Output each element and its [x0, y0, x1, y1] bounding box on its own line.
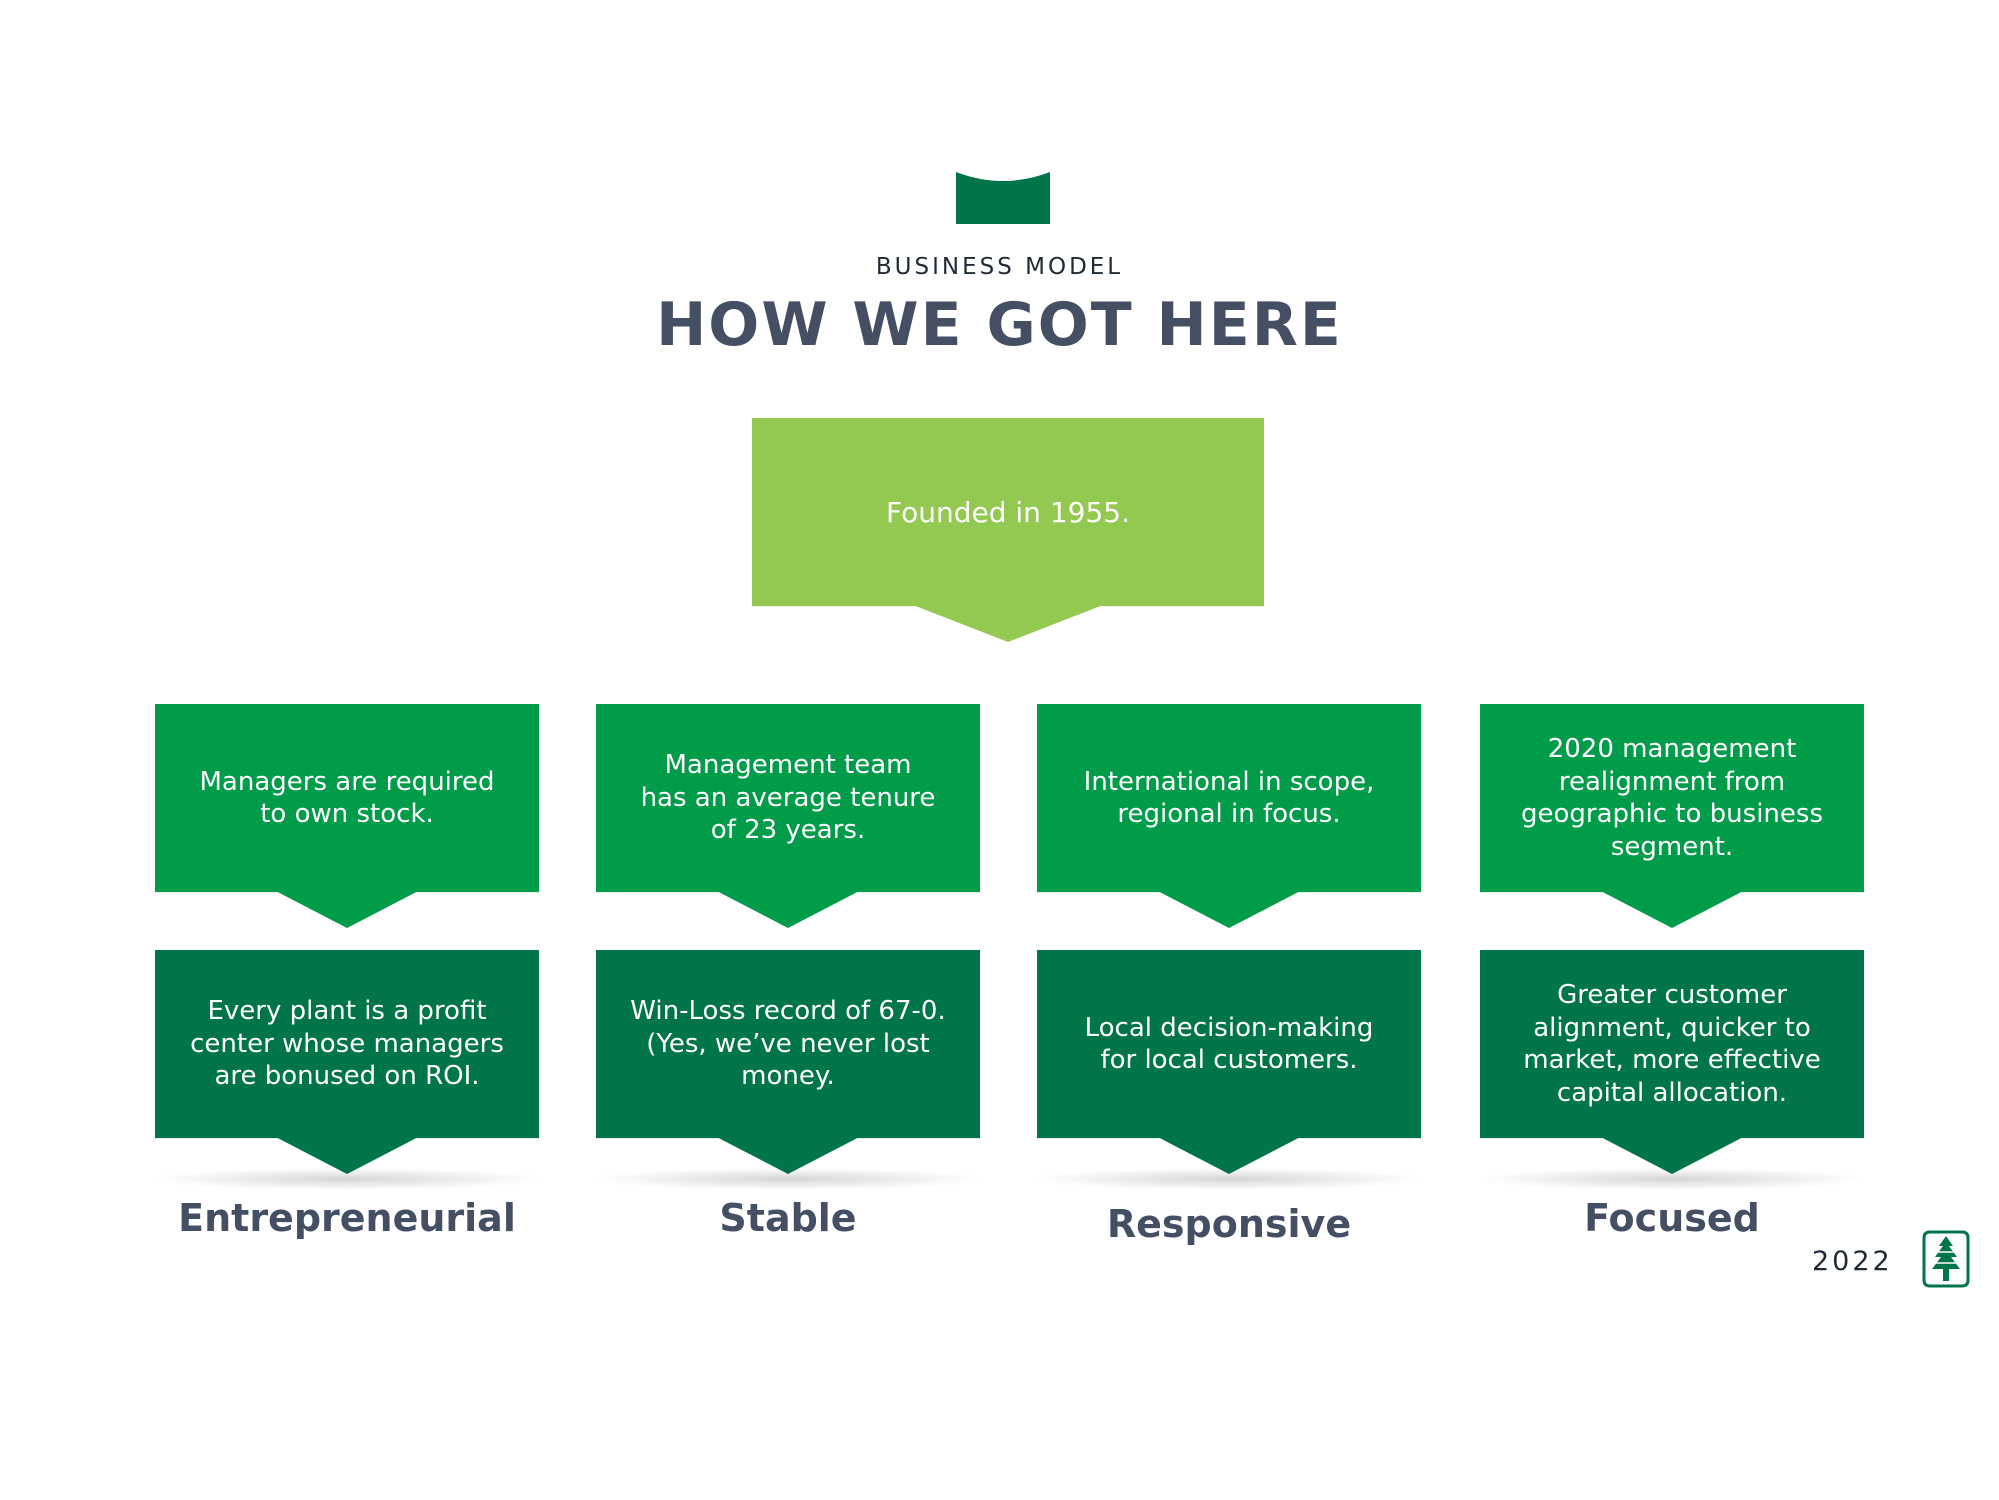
column-shadow [1037, 1168, 1421, 1190]
bottom-box-4: Greater customer alignment, quicker to m… [1480, 950, 1864, 1174]
footer-year: 2022 [1812, 1246, 1893, 1277]
column-shadow [1480, 1168, 1864, 1190]
bottom-box-3-text: Local decision-making for local customer… [1084, 1012, 1374, 1076]
bottom-box-2-text: Win-Loss record of 67-0. (Yes, we’ve nev… [630, 996, 946, 1092]
middle-box-2-text: Management team has an average tenure of… [640, 750, 936, 846]
bottom-box-2: Win-Loss record of 67-0. (Yes, we’ve nev… [596, 950, 980, 1174]
bottom-box-4-text: Greater customer alignment, quicker to m… [1523, 980, 1821, 1108]
middle-box-4-text: 2020 management realignment from geograp… [1521, 734, 1823, 862]
root-box-text: Founded in 1955. [886, 495, 1130, 529]
trait-label-2: Stable [719, 1196, 857, 1240]
page-title: HOW WE GOT HERE [656, 290, 1343, 360]
evergreen-tree-icon [1922, 1230, 1970, 1288]
column-shadow [155, 1168, 539, 1190]
bottom-box-1-text: Every plant is a profit center whose man… [190, 996, 504, 1092]
trait-label-3: Responsive [1106, 1202, 1352, 1246]
middle-box-1: Managers are required to own stock. [155, 704, 539, 928]
middle-box-4: 2020 management realignment from geograp… [1480, 704, 1864, 928]
trait-label-4: Focused [1584, 1196, 1760, 1240]
middle-box-3-text: International in scope, regional in focu… [1083, 766, 1375, 830]
middle-box-2: Management team has an average tenure of… [596, 704, 980, 928]
banner-tab-icon [956, 172, 1050, 224]
middle-box-1-text: Managers are required to own stock. [199, 766, 495, 830]
middle-box-3: International in scope, regional in focu… [1037, 704, 1421, 928]
bottom-box-3: Local decision-making for local customer… [1037, 950, 1421, 1174]
column-shadow [596, 1168, 980, 1190]
section-eyebrow: BUSINESS MODEL [875, 254, 1124, 280]
bottom-box-1: Every plant is a profit center whose man… [155, 950, 539, 1174]
root-box-founded: Founded in 1955. [752, 418, 1264, 642]
trait-label-1: Entrepreneurial [178, 1196, 516, 1240]
